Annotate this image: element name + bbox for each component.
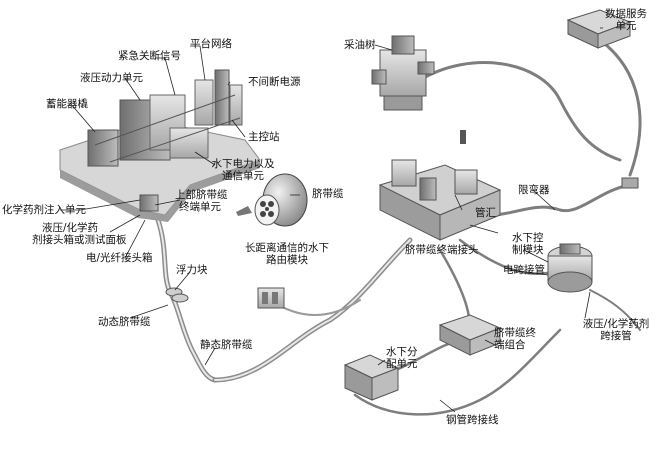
label-elec-jumper: 电跨接管 [503, 264, 545, 276]
label-data-service-unit: 数据服务 单元 [598, 8, 654, 32]
label-elec-fiber-box: 电/光纤接头箱 [86, 252, 153, 264]
sdu [343, 354, 400, 401]
label-data-service-line2: 单元 [615, 20, 637, 32]
label-topside-tutu-line1: 上部脐带缆 [175, 189, 228, 201]
label-scm: 水下控 制模块 [512, 232, 544, 256]
label-manifold: 管汇 [475, 207, 496, 219]
label-hyd-chem-box: 液压/化学药 剂接头箱或测试面板 [32, 222, 127, 246]
label-umbilical: 脐带缆 [312, 188, 344, 200]
label-emergency-shutdown: 紧急关断信号 [118, 50, 181, 62]
platform-deck [59, 69, 261, 222]
label-bend-restrictor: 限弯器 [518, 184, 550, 196]
label-hyd-chem-line1: 液压/化学药 [42, 222, 99, 234]
router-module [257, 287, 285, 309]
label-subsea-power-line1: 水下电力以及 [211, 158, 275, 170]
umbilical-section [236, 173, 308, 227]
label-router-module: 长距离通信的水下 路由模块 [232, 242, 342, 266]
label-uta-line1: 脐带缆终 [494, 327, 536, 339]
label-hyd-chem-jumper-line2: 跨接管 [600, 330, 632, 342]
label-sdu-line1: 水下分 [386, 346, 418, 358]
label-steel-flying-lead: 钢管跨接线 [446, 414, 499, 426]
label-sdu-line2: 配单元 [386, 358, 418, 370]
label-dynamic-umbilical: 动态脐带缆 [98, 316, 151, 328]
label-hyd-chem-jumper: 液压/化学药剂 跨接管 [574, 318, 658, 342]
label-accumulator: 蓄能器橇 [46, 98, 88, 110]
buoyancy-block [165, 287, 189, 303]
label-static-umbilical: 静态脐带缆 [200, 339, 253, 351]
label-scm-line1: 水下控 [512, 232, 544, 244]
label-router-line2: 路由模块 [266, 254, 308, 266]
xmas-tree [371, 35, 435, 111]
tutu-unit [139, 194, 159, 212]
label-hyd-chem-jumper-line1: 液压/化学药剂 [582, 318, 650, 330]
label-data-service-line1: 数据服务 [605, 8, 647, 20]
label-topside-tutu: 上部脐带缆 终端单元 [175, 189, 228, 213]
data-service-unit [566, 9, 632, 49]
label-scm-line2: 制模块 [512, 244, 544, 256]
scm [547, 243, 593, 293]
leader-lines [60, 27, 603, 413]
label-router-line1: 长距离通信的水下 [245, 242, 329, 254]
manifold [378, 130, 502, 241]
label-mcs: 主控站 [248, 131, 280, 143]
label-topside-tutu-line2: 终端单元 [179, 201, 221, 213]
label-subsea-power-comm: 水下电力以及 通信单元 [208, 158, 278, 182]
label-hyd-chem-line2: 剂接头箱或测试面板 [32, 234, 127, 246]
uta [438, 314, 502, 356]
epu-cabinet [169, 127, 209, 159]
label-umbilical-term-head: 脐带缆终端接头 [405, 244, 479, 256]
label-platform-network: 平台网络 [190, 38, 232, 50]
label-uta-line2: 端组合 [494, 339, 526, 351]
label-sdu: 水下分 配单元 [386, 346, 418, 370]
label-xmas-tree: 采油树 [344, 39, 376, 51]
accumulator-skid [87, 129, 119, 167]
label-ups: 不间断电源 [248, 76, 301, 88]
mcs-cabinet [194, 79, 214, 126]
label-subsea-power-line2: 通信单元 [222, 170, 264, 182]
label-buoyancy: 浮力块 [176, 264, 208, 276]
bend-restrictor-part [621, 177, 639, 189]
label-uta: 脐带缆终 端组合 [494, 327, 536, 351]
label-hpu: 液压动力单元 [80, 72, 143, 84]
label-chem-injection: 化学药剂注入单元 [2, 204, 86, 216]
